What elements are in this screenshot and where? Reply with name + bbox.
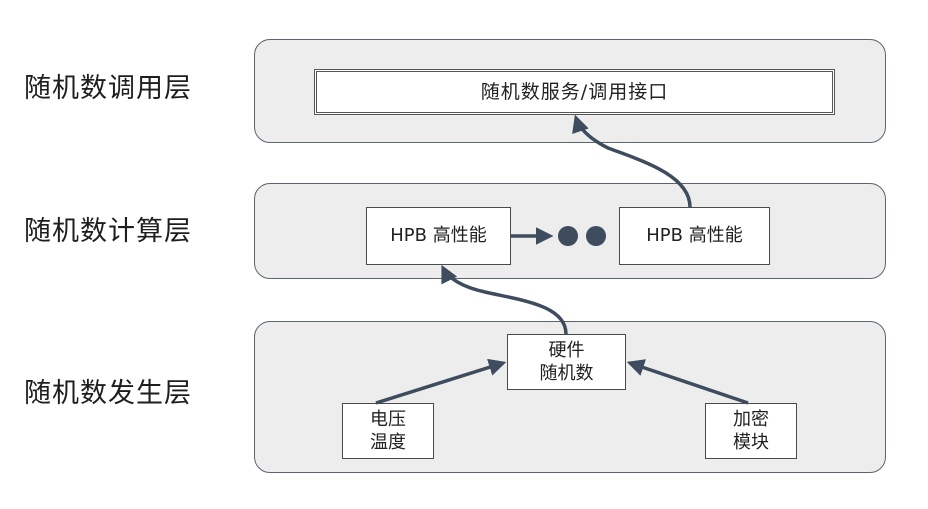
voltage-temp-line-1: 电压 bbox=[370, 408, 406, 430]
voltage-temp-line-2: 温度 bbox=[370, 432, 406, 453]
crypto-module-box: 加密 模块 bbox=[705, 403, 797, 459]
hardware-rng-line-2: 随机数 bbox=[539, 363, 594, 384]
crypto-module-line-2: 模块 bbox=[733, 432, 769, 453]
service-interface-label: 随机数服务/调用接口 bbox=[480, 80, 669, 103]
ellipsis-dot-1 bbox=[558, 226, 578, 246]
arrow-hardware-to-hpb bbox=[441, 264, 568, 335]
crypto-module-line-1: 加密 bbox=[733, 408, 769, 430]
hpb-right-label: HPB 高性能 bbox=[646, 225, 743, 247]
hpb-left-box: HPB 高性能 bbox=[366, 207, 511, 265]
layer-label-call: 随机数调用层 bbox=[24, 73, 192, 104]
layer-label-compute: 随机数计算层 bbox=[24, 216, 192, 247]
ellipsis-dot-2 bbox=[586, 226, 606, 246]
layer-label-generate: 随机数发生层 bbox=[24, 378, 192, 409]
hpb-right-box: HPB 高性能 bbox=[619, 207, 770, 265]
hardware-rng-line-1: 硬件 bbox=[548, 339, 585, 361]
voltage-temp-box: 电压 温度 bbox=[342, 403, 434, 459]
arrow-voltage-to-hardware bbox=[375, 358, 507, 405]
arrow-hpb-to-service bbox=[572, 114, 692, 208]
hardware-rng-box: 硬件 随机数 bbox=[507, 334, 626, 390]
arrow-crypto-to-hardware bbox=[626, 359, 749, 405]
hpb-left-label: HPB 高性能 bbox=[390, 225, 487, 247]
service-interface-box: 随机数服务/调用接口 bbox=[314, 69, 835, 115]
